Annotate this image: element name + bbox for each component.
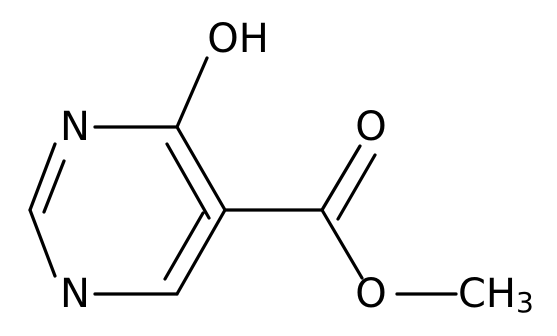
bonds [28,56,458,296]
bond-n3-c2-inner [42,159,66,214]
atom-labels: OH N N O O CH 3 [60,16,534,319]
bond-c4-o-hydroxyl [175,56,209,129]
atom-carbonyl-oxygen: O [355,104,386,150]
atom-methyl: CH [458,271,516,317]
atom-ring-n1: N [60,271,90,317]
bond-c4-c5 [175,125,227,212]
atom-methyl-subscript: 3 [516,286,534,319]
bond-c-ester-o-carbonyl-inner [336,153,377,221]
bond-c6-c5-inner [163,211,205,281]
bond-c-ester-o-ester [320,208,364,280]
bond-c2-n1 [28,208,57,278]
bond-n3-c2 [28,142,57,212]
atom-ring-n3: N [60,104,90,150]
bond-c-ester-o-carbonyl [320,144,362,212]
bond-c4-c5-inner [165,142,211,220]
bond-c6-c5 [175,208,227,296]
atom-hydroxyl: OH [207,16,269,62]
atom-ester-oxygen: O [355,271,386,317]
